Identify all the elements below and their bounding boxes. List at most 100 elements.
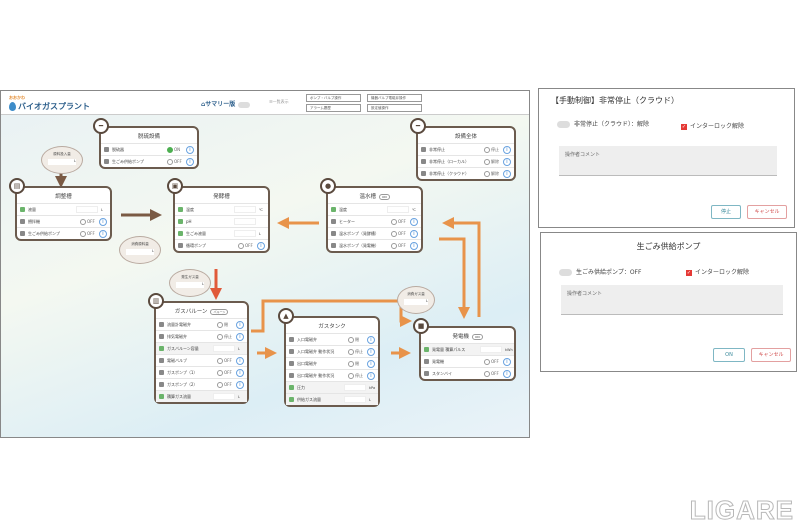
device-icon: [20, 219, 25, 224]
panel-title: ガスタンク: [286, 318, 378, 333]
cancel-button[interactable]: キャンセル: [751, 348, 791, 362]
value-field: [344, 396, 366, 403]
unit-label: L: [101, 207, 103, 212]
on-button[interactable]: ON: [713, 348, 745, 362]
row-label: 温度: [339, 206, 347, 212]
panel-title-text: 温水槽: [359, 194, 376, 200]
sensor-icon: [289, 385, 294, 390]
unit-label: kWh: [505, 347, 513, 352]
row-state: OFF: [391, 231, 407, 237]
dialog-title: 生ごみ供給ポンプ: [636, 242, 701, 251]
info-button[interactable]: i: [186, 145, 194, 154]
info-button[interactable]: i: [503, 157, 511, 166]
info-button[interactable]: i: [410, 229, 418, 238]
info-button[interactable]: i: [367, 371, 375, 380]
desulf-icon: ━: [93, 118, 109, 134]
info-button[interactable]: i: [99, 217, 107, 226]
device-icon: [20, 231, 25, 236]
device-icon: [289, 373, 294, 378]
info-button[interactable]: i: [367, 335, 375, 344]
info-button[interactable]: i: [257, 241, 265, 250]
header-button-1[interactable]: ポンプ・バルブ操作: [306, 94, 361, 102]
app-logo: おおかわバイオガスプラント: [9, 95, 90, 112]
value-field: [76, 206, 98, 213]
row-label: 脱硫器: [112, 146, 124, 152]
row-state: 閉: [348, 337, 364, 343]
info-button[interactable]: i: [410, 241, 418, 250]
emergency-switch[interactable]: 非常停止（クラウド）：解除: [557, 119, 649, 128]
stop-button[interactable]: 停止: [711, 205, 741, 219]
info-button[interactable]: i: [99, 229, 107, 238]
info-button[interactable]: i: [503, 357, 511, 366]
balloon-icon: ▥: [148, 293, 164, 309]
pump-switch[interactable]: 生ごみ供給ポンプ：OFF: [559, 267, 641, 276]
row-label: 出口電磁弁: [297, 360, 317, 366]
info-button[interactable]: i: [367, 347, 375, 356]
panel-title: 設備全体: [418, 128, 514, 143]
info-button[interactable]: i: [503, 145, 511, 154]
device-icon: [159, 358, 164, 363]
toggle-switch[interactable]: [238, 101, 251, 108]
info-button[interactable]: i: [236, 380, 244, 389]
summary-toggle[interactable]: ⌂サマリー版: [201, 99, 251, 108]
panel-title: 調整槽: [17, 188, 110, 203]
row-label: 流量計電磁弁: [167, 321, 191, 327]
header-button-4[interactable]: 設定値操作: [367, 104, 422, 112]
drop-icon: [9, 102, 16, 111]
row-label: ガスポンプ（2）: [167, 381, 198, 387]
sensor-icon: [159, 394, 164, 399]
row-label: 生ごみ液量: [186, 230, 206, 236]
row-label: 発電機: [432, 358, 444, 364]
interlock-checkbox[interactable]: ✓インターロック解除: [681, 121, 744, 130]
info-button[interactable]: i: [236, 356, 244, 365]
header-button-2[interactable]: アラーム履歴: [306, 104, 361, 112]
header-button-3[interactable]: 機器バルブ電磁弁操作: [367, 94, 422, 102]
comment-input[interactable]: 操作者コメント: [561, 285, 783, 315]
pump-dialog: 生ごみ供給ポンプ 生ごみ供給ポンプ：OFF ✓インターロック解除 操作者コメント…: [540, 232, 797, 372]
row-state: OFF: [217, 382, 233, 388]
info-button[interactable]: i: [236, 320, 244, 329]
row-label: 発電量 積算パルス: [432, 346, 466, 352]
comment-input[interactable]: 操作者コメント: [559, 146, 777, 176]
interlock-checkbox[interactable]: ✓インターロック解除: [686, 267, 749, 276]
switch-label: 生ごみ供給ポンプ：OFF: [576, 269, 642, 276]
info-button[interactable]: i: [503, 169, 511, 178]
row-state: 停止: [484, 147, 500, 153]
device-icon: [421, 147, 426, 152]
row-state: OFF: [391, 243, 407, 249]
sensor-icon: [20, 207, 25, 212]
unit-label: L: [369, 397, 371, 402]
cancel-button[interactable]: キャンセル: [747, 205, 787, 219]
info-button[interactable]: i: [186, 157, 194, 166]
toggle-switch[interactable]: [557, 121, 570, 128]
info-button[interactable]: i: [410, 217, 418, 226]
info-button[interactable]: i: [503, 369, 511, 378]
row-label: pH: [186, 219, 192, 224]
value-field: [234, 206, 256, 213]
unit-label: kPa: [369, 385, 376, 390]
bubble-label: 消費ガス量: [407, 292, 425, 296]
row-label: ガスポンプ（1）: [167, 369, 198, 375]
info-button[interactable]: i: [236, 368, 244, 377]
info-button[interactable]: i: [236, 332, 244, 341]
list-view-button[interactable]: ☰一覧表示: [269, 99, 289, 105]
emergency-stop-dialog: 【手動制御】非常停止（クラウド） 非常停止（クラウド）：解除 ✓インターロック解…: [538, 88, 795, 228]
value-field: [480, 346, 502, 353]
toggle-switch[interactable]: [559, 269, 572, 276]
info-button[interactable]: i: [367, 359, 375, 368]
sensor-icon: [178, 207, 183, 212]
